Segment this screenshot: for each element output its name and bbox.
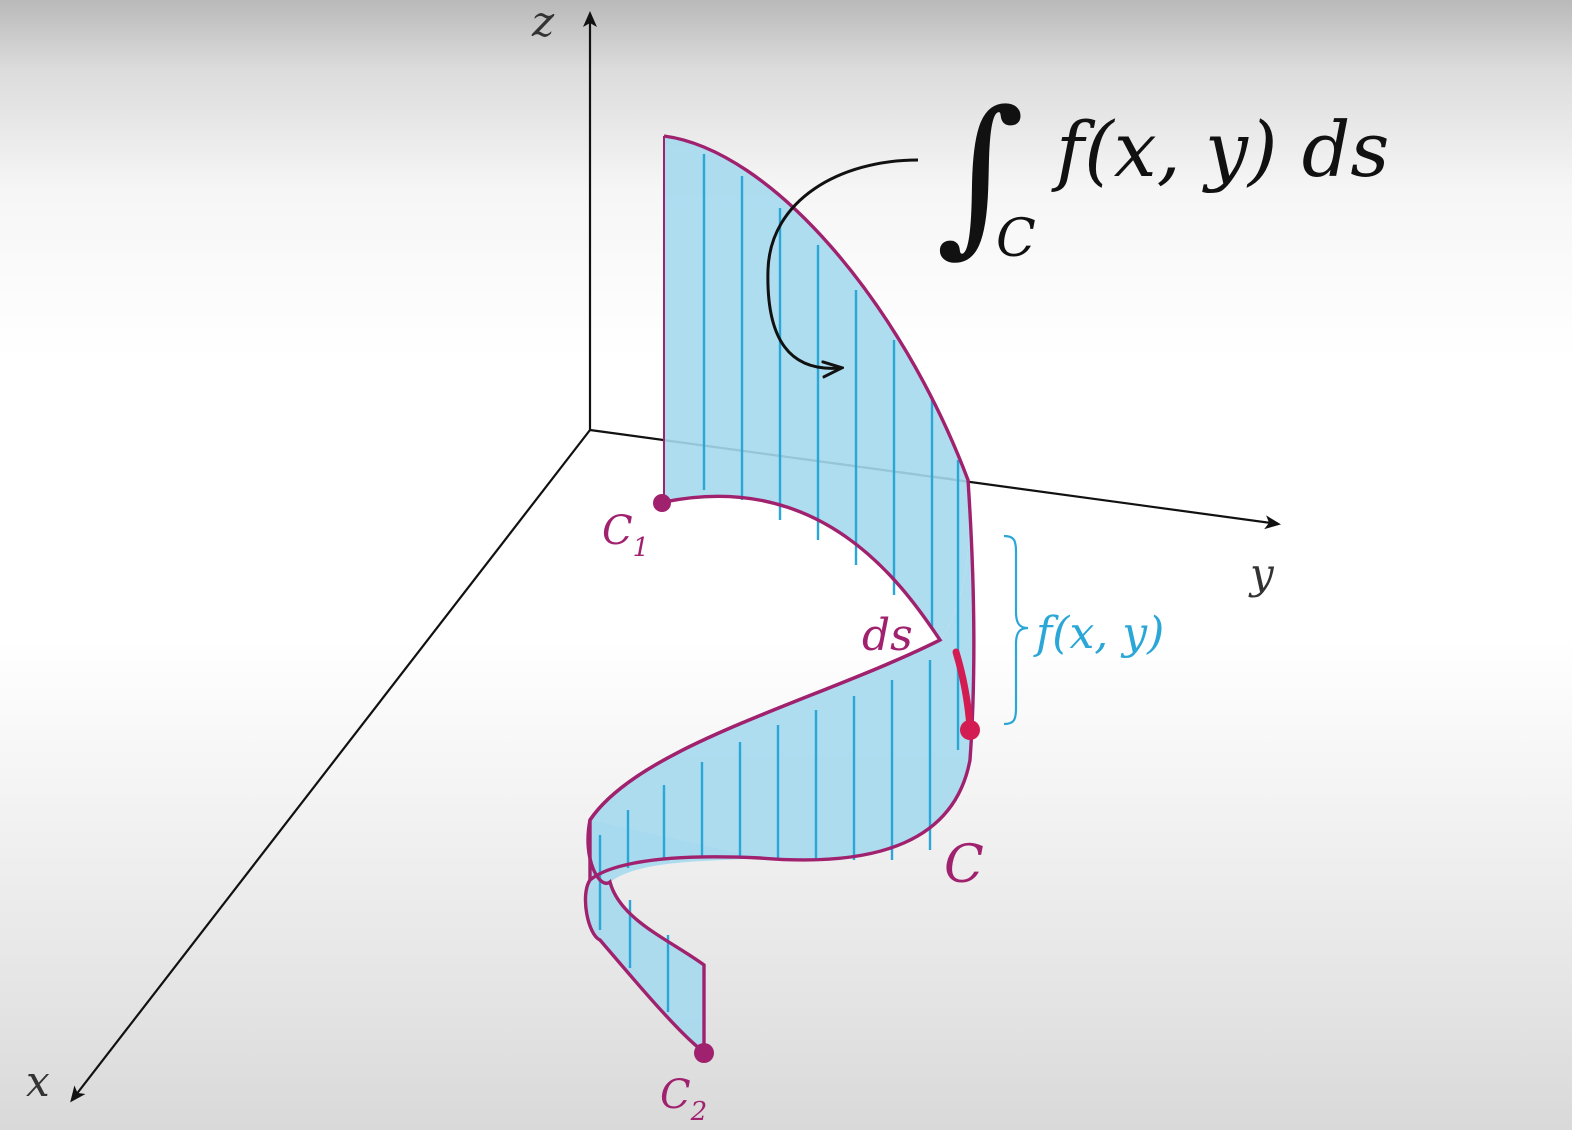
base-curve [583, 494, 943, 1056]
curve-label: C [944, 835, 984, 895]
integral-sign: ∫ [936, 75, 1025, 273]
surface-curtain [585, 136, 974, 1052]
c2-point [694, 1043, 714, 1063]
curve-c [583, 134, 976, 1056]
lower-curtain [585, 820, 760, 1052]
z-axis-label: z [531, 0, 555, 46]
ds-end-point [960, 720, 980, 740]
c1-label: C1 [602, 508, 649, 563]
integrand: f(x, y) ds [1051, 105, 1389, 194]
middle-curtain [590, 480, 974, 880]
upper-curtain [664, 136, 970, 640]
x-axis-label: x [26, 1057, 50, 1106]
height-brace [1003, 534, 1029, 726]
ds-label: ds [862, 610, 913, 661]
c1-point [653, 494, 671, 512]
y-axis-label: y [1248, 549, 1275, 598]
curved-arrow [766, 158, 919, 368]
line-integral-formula: ∫ C f(x, y) ds [936, 75, 1389, 273]
integral-subscript: C [996, 209, 1036, 269]
x-axis [70, 429, 591, 1103]
c2-label: C2 [660, 1072, 707, 1127]
height-label: f(x, y) [1033, 608, 1164, 659]
